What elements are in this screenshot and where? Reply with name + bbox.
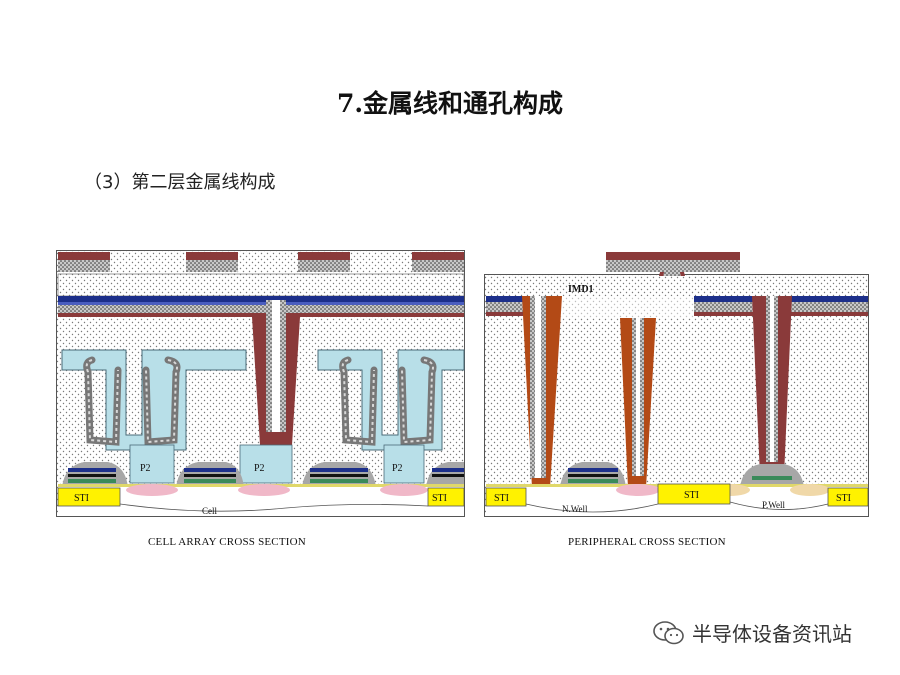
via-middle xyxy=(620,318,656,488)
capacitor-right xyxy=(317,349,465,451)
page-title: 7.金属线和通孔构成 xyxy=(336,89,564,118)
page-subtitle: （3）第二层金属线构成 xyxy=(84,172,276,193)
via-right xyxy=(752,296,792,476)
watermark: 半导体设备资讯站 xyxy=(652,618,852,647)
peripheral-diagram: IMD1 STI STI STI N.Well xyxy=(484,252,869,517)
p2-label-2: P2 xyxy=(254,463,265,474)
imd1-label: IMD1 xyxy=(568,284,594,295)
cell-array-caption: CELL ARRAY CROSS SECTION xyxy=(148,536,306,548)
watermark-text: 半导体设备资讯站 xyxy=(692,622,852,646)
sti-label-left: STI xyxy=(74,493,89,504)
nwell-label: N.Well xyxy=(562,504,588,514)
peripheral-caption: PERIPHERAL CROSS SECTION xyxy=(568,536,726,548)
via-plug xyxy=(252,300,300,445)
p2-label-3: P2 xyxy=(392,463,403,474)
p2-label-1: P2 xyxy=(140,463,151,474)
sti-label-1: STI xyxy=(494,493,509,504)
sti-label-2: STI xyxy=(684,490,699,501)
sti-label-3: STI xyxy=(836,493,851,504)
capacitor-left xyxy=(61,349,247,451)
gate-stacks xyxy=(62,462,464,488)
via-left xyxy=(522,296,562,488)
cell-label: Cell xyxy=(202,506,217,516)
sti-label-right: STI xyxy=(432,493,447,504)
wechat-icon xyxy=(653,620,684,644)
cell-array-diagram: P2 P2 P2 STI STI Cell xyxy=(56,250,465,517)
metal2-lines xyxy=(58,252,464,272)
pwell-label: P.Well xyxy=(762,500,786,510)
